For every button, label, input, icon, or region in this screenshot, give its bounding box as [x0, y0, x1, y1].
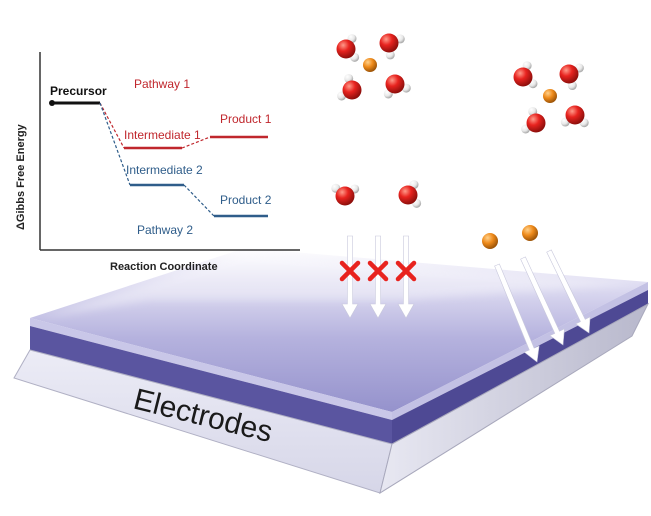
water-molecule	[331, 183, 360, 206]
hydrogen-atom	[385, 50, 395, 60]
y-axis-label: ΔGibbs Free Energy	[15, 123, 27, 230]
product2-label: Product 2	[220, 193, 272, 207]
oxygen-atom	[513, 67, 533, 87]
red-x-icon	[367, 260, 389, 282]
intermediate2-label: Intermediate 2	[126, 163, 203, 177]
ion-arrow	[546, 249, 591, 334]
water-molecule	[560, 105, 589, 128]
electrode-base-side	[379, 302, 650, 495]
water-molecule	[379, 33, 405, 60]
electrode-top-layer	[30, 318, 392, 420]
precursor-label: Precursor	[50, 84, 107, 98]
oxygen-atom	[559, 64, 579, 84]
red-x-icon	[395, 260, 417, 282]
energy-diagram: ΔGibbs Free Energy Reaction Coordinate P…	[15, 52, 300, 273]
blocked-arrow	[397, 235, 415, 319]
metal-ion	[482, 233, 498, 249]
oxygen-atom	[342, 80, 362, 100]
intermediate1-label: Intermediate 1	[124, 128, 201, 142]
electrode-purple-band	[30, 326, 392, 444]
oxygen-atom	[385, 74, 405, 94]
pathway2-connector-a	[99, 102, 131, 186]
water-molecule	[383, 74, 411, 99]
oxygen-atom	[398, 185, 418, 205]
product1-label: Product 1	[220, 112, 272, 126]
water-molecule	[513, 61, 538, 89]
arrow-layer	[339, 235, 591, 363]
water-molecule	[521, 106, 546, 134]
water-molecule	[337, 73, 362, 101]
x-axis-label: Reaction Coordinate	[110, 261, 218, 273]
pathway1-connector-a	[99, 102, 125, 149]
pathway2-label: Pathway 2	[137, 223, 193, 237]
ion-arrow	[494, 263, 540, 363]
ion-arrow	[520, 256, 565, 346]
pathway1-label: Pathway 1	[134, 77, 190, 91]
water-molecule	[559, 63, 584, 91]
metal-ion	[363, 58, 377, 72]
blocked-arrow	[369, 235, 387, 319]
electrode-slab: Electrodes	[13, 248, 650, 495]
water-molecule	[336, 34, 360, 62]
oxygen-atom	[526, 113, 546, 133]
red-x-icon	[339, 260, 361, 282]
metal-ion	[522, 225, 538, 241]
blocked-arrow	[341, 235, 359, 319]
metal-ion	[543, 89, 557, 103]
oxygen-atom	[565, 105, 585, 125]
oxygen-atom	[335, 186, 355, 206]
pathway2-connector-b	[183, 184, 215, 217]
oxygen-atom	[379, 33, 399, 53]
oxygen-atom	[336, 39, 356, 59]
molecule-layer	[331, 33, 589, 249]
pathway1-connector-b	[181, 136, 211, 149]
water-molecule	[398, 180, 422, 208]
